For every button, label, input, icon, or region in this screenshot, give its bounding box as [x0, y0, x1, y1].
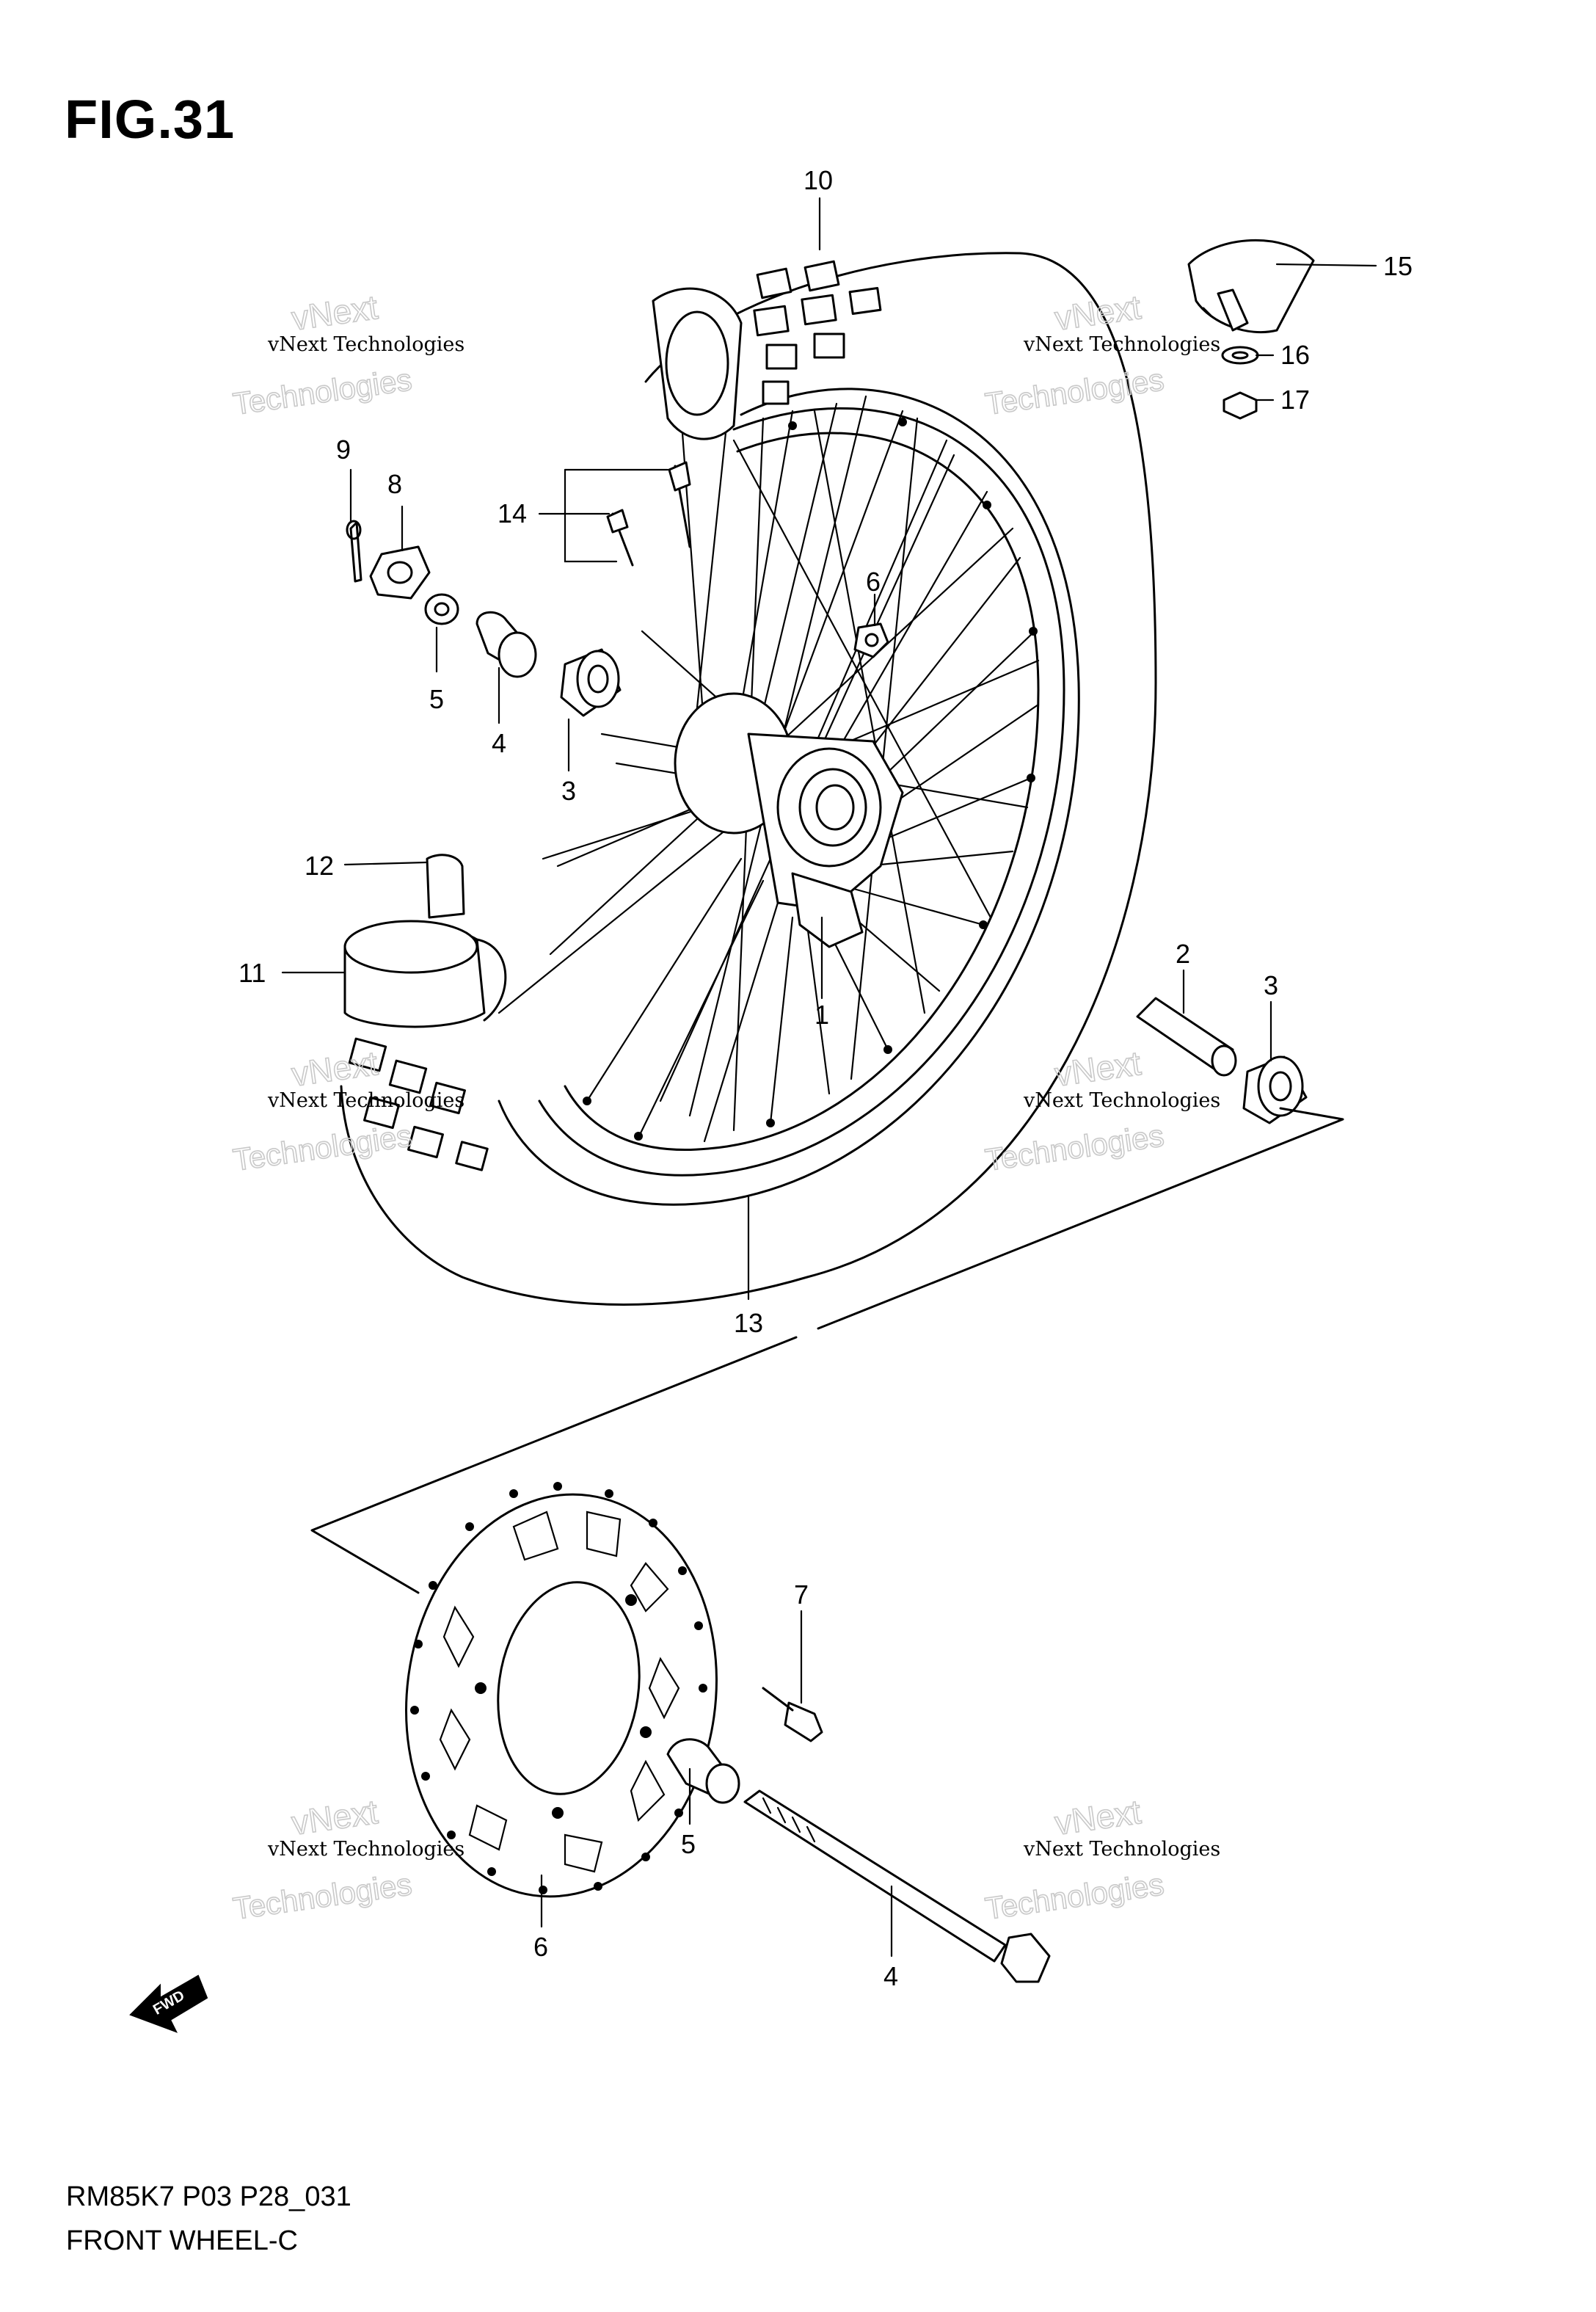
- callout-14: 12: [305, 851, 334, 881]
- figure-title: FIG.31: [65, 89, 236, 150]
- watermark-top-left: vNext Technologies vNext Technologies: [230, 287, 464, 421]
- callout-13: 11: [238, 958, 266, 988]
- svg-text:vNext: vNext: [1052, 1044, 1143, 1094]
- spoke-nipples: [583, 418, 1038, 1141]
- callout-1: 1: [815, 1000, 829, 1030]
- svg-text:Technologies: Technologies: [231, 1866, 414, 1926]
- svg-text:vNext Technologies: vNext Technologies: [1023, 333, 1220, 356]
- watermark-top-right: vNext Technologies vNext Technologies: [983, 287, 1220, 421]
- callout-3-top: 3: [561, 776, 576, 806]
- front-axle: [743, 1789, 1051, 1983]
- bearing-top: [560, 648, 622, 717]
- brake-disc: [405, 1482, 718, 1898]
- callout-10: 8: [387, 469, 402, 499]
- washer: [424, 593, 459, 625]
- callout-19: 17: [1280, 385, 1310, 415]
- callout-5-bottom: 5: [681, 1829, 696, 1859]
- disc-nut: [853, 622, 889, 658]
- svg-text:Technologies: Technologies: [983, 1866, 1166, 1926]
- axle-spacer: [1136, 997, 1237, 1077]
- rim-outer: [538, 407, 1065, 1177]
- svg-text:Technologies: Technologies: [231, 362, 414, 421]
- tire-inner-curve: [498, 388, 1080, 1206]
- valve-washer: [1221, 346, 1259, 365]
- callout-2: 2: [1176, 939, 1190, 969]
- svg-text:Technologies: Technologies: [983, 1118, 1166, 1177]
- figure-caption: FRONT WHEEL-C: [66, 2225, 298, 2256]
- tire-tread-bottom: [348, 1037, 489, 1171]
- bearing-right: [1242, 1055, 1308, 1124]
- callout-5-top: 4: [492, 728, 506, 758]
- spoke-parts: [606, 461, 691, 567]
- exploded-view-frame: [310, 1107, 1344, 1594]
- svg-text:vNext: vNext: [289, 1792, 380, 1842]
- watermark-mid-right: vNext Technologies vNext Technologies: [983, 1043, 1220, 1177]
- rim-inner: [564, 432, 1040, 1151]
- svg-text:vNext Technologies: vNext Technologies: [1023, 1089, 1220, 1112]
- svg-text:vNext Technologies: vNext Technologies: [1023, 1838, 1220, 1861]
- svg-text:vNext: vNext: [289, 288, 380, 338]
- callout-numbers: 10 15 16 17 9 8 14 6 5 4 3 12 11 1 2 3 1…: [238, 165, 1413, 1991]
- svg-text:vNext: vNext: [1052, 288, 1143, 338]
- model-code: RM85K7 P03 P28_031: [66, 2181, 351, 2212]
- cotter-pin: [346, 520, 362, 583]
- castle-nut: [369, 545, 431, 600]
- leader-lines: [281, 197, 1377, 1957]
- callout-11: 9: [336, 435, 351, 465]
- svg-text:Technologies: Technologies: [983, 362, 1166, 421]
- watermark-mid-left: vNext Technologies vNext Technologies: [230, 1043, 464, 1177]
- wheel-assembly: [340, 239, 1315, 1306]
- callout-8: 6: [866, 567, 881, 597]
- spacer-top: [475, 611, 537, 678]
- svg-text:vNext Technologies: vNext Technologies: [267, 333, 464, 356]
- callout-17: 15: [1383, 251, 1413, 281]
- watermark-bottom-right: vNext Technologies vNext Technologies: [983, 1792, 1220, 1926]
- hub: [674, 692, 904, 948]
- svg-text:vNext: vNext: [289, 1044, 380, 1094]
- callout-3-right: 3: [1264, 970, 1278, 1000]
- valve-nut: [1222, 391, 1258, 420]
- callout-12: 10: [804, 165, 833, 195]
- tire-tread-top: [652, 260, 882, 440]
- valve-cap: [1187, 239, 1315, 334]
- spacer-bottom: [666, 1738, 740, 1804]
- svg-text:vNext: vNext: [1052, 1792, 1143, 1842]
- fwd-arrow-icon: FWD: [129, 1974, 208, 2033]
- callout-7: 7: [794, 1579, 809, 1610]
- callout-6: 6: [533, 1932, 548, 1962]
- callout-4: 4: [883, 1961, 898, 1991]
- callout-16: 14: [498, 498, 527, 528]
- callout-9: 5: [429, 684, 444, 714]
- tube-and-rim-band: [343, 854, 507, 1028]
- svg-text:vNext Technologies: vNext Technologies: [267, 1838, 464, 1861]
- disc-bolt: [762, 1687, 823, 1742]
- tire-outline: [340, 252, 1157, 1306]
- callout-15: 13: [734, 1308, 763, 1338]
- svg-text:vNext Technologies: vNext Technologies: [267, 1089, 464, 1112]
- svg-text:Technologies: Technologies: [231, 1118, 414, 1177]
- callout-18: 16: [1280, 340, 1310, 370]
